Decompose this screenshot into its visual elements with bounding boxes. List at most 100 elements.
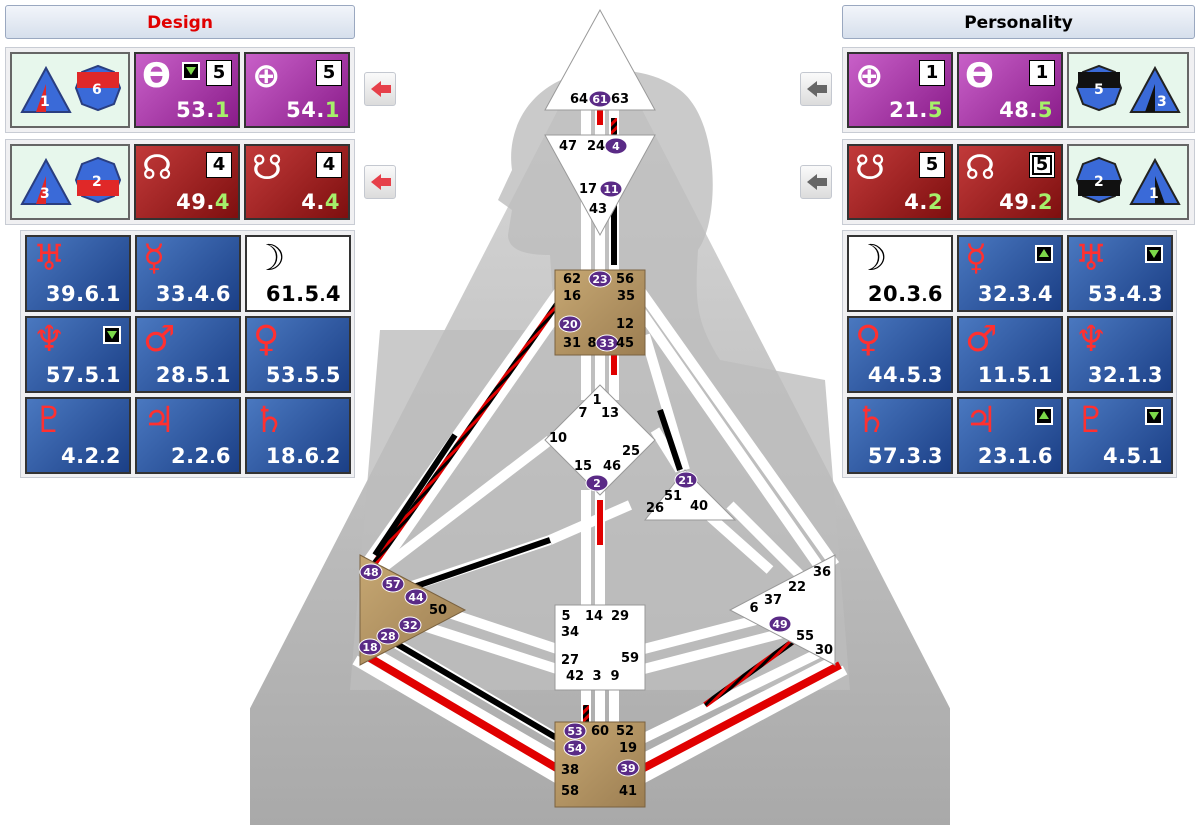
personality-planet-cell[interactable]: ♅53.4.3 [1067,235,1173,312]
planet-glyph-icon: ♃ [143,400,176,441]
design-earth-line: 5 [316,60,342,86]
gate-52: 52 [616,724,634,739]
gate-22: 22 [788,580,806,595]
gate-20: 20 [562,318,578,331]
gate-61: 61 [592,93,607,106]
earth-sun-icon: ϴ [142,56,171,96]
ego-center [643,469,737,521]
design-tri-2-a: 3 [40,186,50,202]
design-south-node-line: 4 [316,152,342,178]
design-planet-cell[interactable]: ♄18.6.2 [245,397,351,474]
design-planet-cell[interactable]: ♅39.6.1 [25,235,131,312]
gate-11: 11 [603,183,618,196]
personality-tri-1-b: 3 [1157,94,1167,110]
gate-61-marker [588,90,612,108]
personality-planet-cell[interactable]: ♃23.1.6 [957,397,1063,474]
design-planets-panel: ♅39.6.1☿33.4.6☽61.5.4 ♆57.5.1♂28.5.1♀53.5… [20,230,355,478]
personality-arrow-button-2[interactable] [800,165,832,199]
gate-8: 8 [587,336,596,351]
gate-64: 64 [570,92,588,107]
planet-glyph-icon: ♅ [1075,238,1108,279]
design-earth-value: 54.1 [286,98,340,122]
gate-18: 18 [362,641,377,654]
gate-50: 50 [429,603,447,618]
gate-23: 23 [592,273,607,286]
design-planet-cell[interactable]: ♆57.5.1 [25,316,131,393]
gate-31: 31 [563,336,581,351]
personality-planet-cell[interactable]: ♆32.1.3 [1067,316,1173,393]
design-sun-line: 5 [206,60,232,86]
personality-south-node-cell[interactable]: ☋ 5 4.2 [847,144,953,220]
gate-28: 28 [380,630,395,643]
personality-earth-cell[interactable]: ϴ 1 48.5 [957,52,1063,128]
planet-glyph-icon: ☿ [965,238,988,279]
design-sun-value: 53.1 [176,98,230,122]
gate-10: 10 [549,431,567,446]
design-planet-cell[interactable]: ♂28.5.1 [135,316,241,393]
design-planet-value: 33.4.6 [155,282,231,306]
gate-55: 55 [796,629,814,644]
gate-6: 6 [749,601,758,616]
planet-glyph-icon: ♇ [1075,400,1108,441]
solar-plexus-center [728,554,836,666]
design-planet-cell[interactable]: ☿33.4.6 [135,235,241,312]
head-center [544,8,656,111]
design-row-2: 3 2 ☊ 4 49.4 ☋ 4 4.4 [5,139,355,225]
design-arrow-button-2[interactable] [364,165,396,199]
personality-planet-cell[interactable]: ♂11.5.1 [957,316,1063,393]
gate-14: 14 [585,609,603,624]
gate-21: 21 [678,474,693,487]
gate-16: 16 [563,289,581,304]
design-north-node-cell[interactable]: ☊ 4 49.4 [134,144,240,220]
planet-glyph-icon: ☽ [855,238,888,279]
personality-planet-cell[interactable]: ♀44.5.3 [847,316,953,393]
planet-glyph-icon: ♂ [965,319,998,360]
design-sun-cell[interactable]: ϴ 5 53.1 [134,52,240,128]
design-north-node-line: 4 [206,152,232,178]
personality-sun-value: 21.5 [889,98,943,122]
arrow-up-icon [1035,245,1053,263]
personality-planet-cell[interactable]: ☽20.3.6 [847,235,953,312]
south-node-icon: ☋ [855,148,886,188]
gate-27: 27 [561,653,579,668]
gate-23-marker [588,270,612,288]
planet-glyph-icon: ♄ [253,400,286,441]
design-tri-icons-2: 3 2 [20,156,122,205]
personality-south-node-value: 4.2 [904,190,943,214]
gate-41: 41 [619,784,637,799]
design-planet-cell[interactable]: ♀53.5.5 [245,316,351,393]
design-planet-cell[interactable]: ♇4.2.2 [25,397,131,474]
planet-glyph-icon: ♆ [1075,319,1108,360]
design-earth-cell[interactable]: ⊕ 5 54.1 [244,52,350,128]
personality-north-node-cell[interactable]: ☊ 5 49.2 [957,144,1063,220]
personality-planet-value: 23.1.6 [977,444,1053,468]
activated-channels [362,110,842,774]
personality-planet-cell[interactable]: ♇ 4.5.1 [1067,397,1173,474]
design-planet-cell[interactable]: ♃2.2.6 [135,397,241,474]
personality-sun-cell[interactable]: ⊕ 1 21.5 [847,52,953,128]
gate-39: 39 [620,762,635,775]
design-tri-1-b: 6 [92,82,102,98]
design-south-node-cell[interactable]: ☋ 4 4.4 [244,144,350,220]
north-node-icon: ☊ [142,148,173,188]
personality-planet-value: 32.3.4 [977,282,1053,306]
design-tri-2-b: 2 [92,174,102,190]
gate-48-marker [359,563,383,581]
design-planet-cell[interactable]: ☽61.5.4 [245,235,351,312]
planet-glyph-icon: ♂ [143,319,176,360]
personality-south-node-line: 5 [919,152,945,178]
earth-icon: ⊕ [252,56,281,96]
personality-arrow-button-1[interactable] [800,72,832,106]
planet-glyph-icon: ♆ [33,319,66,360]
gate-11-marker [599,180,623,198]
personality-planet-cell[interactable]: ☿ 32.3.4 [957,235,1063,312]
design-arrow-button-1[interactable] [364,72,396,106]
gate-4: 4 [612,140,620,153]
personality-row-2: ☋ 5 4.2 ☊ 5 49.2 2 1 [842,139,1195,225]
sun-icon: ⊕ [855,56,884,96]
gate-34: 34 [561,625,579,640]
personality-planet-cell[interactable]: ♄57.3.3 [847,397,953,474]
personality-planet-value: 4.5.1 [1102,444,1163,468]
